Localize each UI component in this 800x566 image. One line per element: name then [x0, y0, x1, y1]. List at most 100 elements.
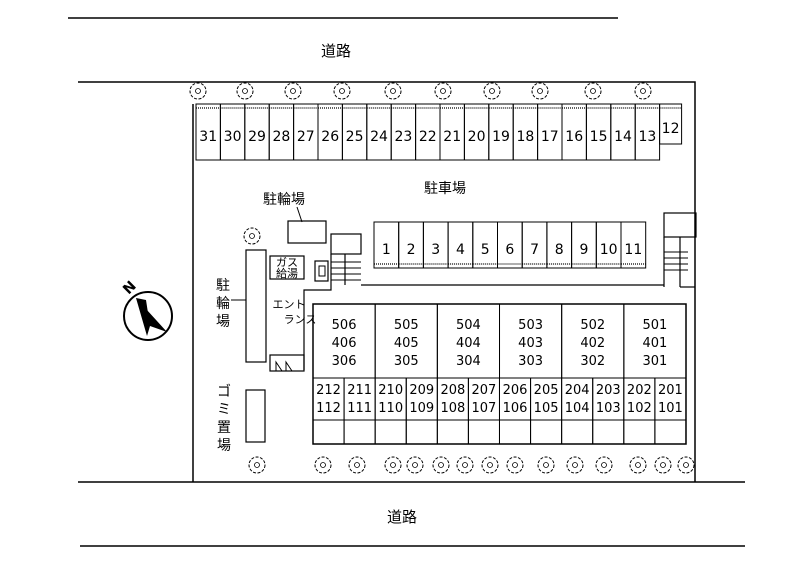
- unit-number: 107: [472, 401, 497, 416]
- parking-space: 31: [195, 103, 221, 161]
- unit-number: 106: [503, 401, 528, 416]
- unit-number: 406: [332, 336, 357, 351]
- parking-space-number: 17: [541, 129, 559, 145]
- unit-number: 304: [456, 354, 481, 369]
- tree-icon: [384, 456, 402, 474]
- parking-space: 14: [610, 103, 636, 161]
- tree-icon: [481, 456, 499, 474]
- vertical-label-char: 場: [217, 438, 231, 454]
- parking-space: 25: [341, 103, 368, 161]
- parking-space: 24: [366, 103, 392, 161]
- unit-number: 504: [456, 318, 481, 333]
- unit-number: 206: [503, 383, 528, 398]
- parking-space: 28: [268, 103, 295, 161]
- parking-space: 29: [244, 103, 270, 161]
- unit-number: 207: [472, 383, 497, 398]
- parking-space-number: 9: [579, 242, 588, 258]
- parking-space: 5: [472, 221, 498, 269]
- tree-row-bottom: [314, 456, 695, 474]
- bicycle-parking-left-box: [245, 249, 267, 363]
- parking-space: 22: [415, 103, 441, 161]
- upper-floor-units: 5064063065054053055044043045034033035024…: [312, 303, 687, 379]
- parking-label: 駐車場: [424, 180, 466, 197]
- parking-space-number: 24: [370, 129, 388, 145]
- water-heater-label: 給湯: [276, 266, 298, 280]
- unit-number: 208: [440, 383, 465, 398]
- parking-space-number: 2: [407, 242, 416, 258]
- parking-space: 12: [659, 103, 683, 145]
- tree-icon: [243, 227, 261, 245]
- walkway-edge: [303, 285, 332, 370]
- unit-number: 303: [518, 354, 543, 369]
- parking-space-number: 29: [248, 129, 266, 145]
- unit-number: 503: [518, 318, 543, 333]
- unit-number: 109: [409, 401, 434, 416]
- parking-space: 21: [439, 103, 465, 161]
- parking-space-number: 19: [492, 129, 510, 145]
- north-road-label: 道路: [321, 42, 351, 60]
- utility-box-inner: [318, 265, 326, 277]
- unit-number: 110: [378, 401, 403, 416]
- bicycle-parking-left-label: 駐輪場: [216, 278, 230, 330]
- unit-number: 209: [409, 383, 434, 398]
- parking-space-number: 13: [638, 129, 656, 145]
- parking-space: 17: [537, 103, 563, 161]
- unit-number: 306: [332, 354, 357, 369]
- utility-box: [314, 260, 329, 282]
- parking-space-number: 23: [394, 129, 412, 145]
- property-boundary: [78, 81, 696, 482]
- bicycle-parking-top-label: 駐輪場: [263, 191, 305, 208]
- unit-number: 502: [580, 318, 605, 333]
- unit-number: 211: [347, 383, 372, 398]
- parking-space: 20: [463, 103, 490, 161]
- unit-number: 302: [580, 354, 605, 369]
- unit-number: 111: [347, 401, 372, 416]
- ground-floor-units: 2121122111112101102091092081082071072061…: [312, 377, 687, 445]
- vertical-label-char: ミ: [217, 402, 231, 418]
- unit-number: 102: [627, 401, 652, 416]
- parking-space-number: 31: [199, 129, 217, 145]
- parking-space-number: 11: [624, 242, 642, 258]
- tree-icon: [483, 82, 501, 100]
- parking-space: 1: [373, 221, 400, 269]
- parking-space: 26: [317, 103, 343, 161]
- unit-number: 405: [394, 336, 419, 351]
- parking-space-number: 12: [662, 121, 680, 137]
- unit-number: 105: [534, 401, 559, 416]
- tree-icon: [531, 82, 549, 100]
- tree-icon: [506, 456, 524, 474]
- gas-water-heater-box: [269, 255, 305, 280]
- tree-icon: [384, 82, 402, 100]
- parking-space-number: 30: [224, 129, 242, 145]
- parking-space: 8: [546, 221, 573, 269]
- south-road-label: 道路: [387, 508, 417, 526]
- stairs-right: [663, 212, 697, 287]
- unit-number: 104: [565, 401, 590, 416]
- unit-number: 403: [518, 336, 543, 351]
- parking-space: 15: [585, 103, 612, 161]
- tree-row-top: [189, 82, 652, 100]
- tree-icon: [333, 82, 351, 100]
- vertical-label-char: 場: [216, 314, 230, 330]
- garbage-area-box: [245, 389, 266, 443]
- unit-number: 112: [316, 401, 341, 416]
- tree-icon: [537, 456, 555, 474]
- tree-icon: [629, 456, 647, 474]
- parking-space-number: 7: [530, 242, 539, 258]
- parking-space: 2: [398, 221, 424, 269]
- unit-number: 301: [643, 354, 668, 369]
- unit-number: 404: [456, 336, 481, 351]
- tree-icon: [348, 456, 366, 474]
- tree-icon: [456, 456, 474, 474]
